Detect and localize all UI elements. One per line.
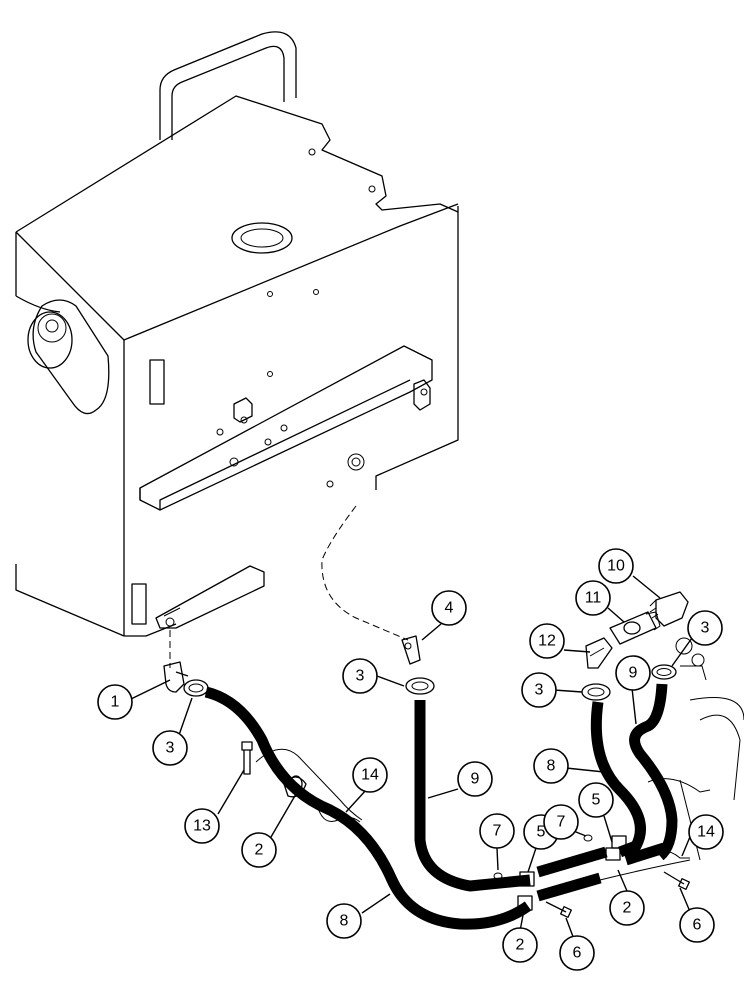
hose-clamp-3-right-lower [581,683,611,701]
valve-fitting-11 [609,611,661,645]
callout-3: 3 [342,658,378,694]
callout-7: 7 [543,804,579,840]
hose-8-right [590,701,646,858]
hydraulic-tank [15,31,459,668]
svg-text:2: 2 [516,937,525,954]
callout-9: 9 [457,761,493,797]
callout-14: 14 [688,814,724,850]
bolt-13 [241,741,253,775]
svg-text:4: 4 [445,600,454,617]
elbow-fitting-10 [649,591,689,627]
callout-13: 13 [184,808,220,844]
callout-2: 2 [502,927,538,963]
svg-text:3: 3 [535,682,544,699]
callout-2: 2 [609,890,645,926]
callout-4: 4 [431,590,467,626]
elbow-fitting-4 [401,635,421,665]
callout-6: 6 [679,907,715,943]
callout-2: 2 [241,832,277,868]
svg-text:9: 9 [471,771,480,788]
svg-text:6: 6 [573,945,582,962]
callout-14: 14 [352,757,388,793]
svg-text:3: 3 [356,668,365,685]
washer-7 [493,834,593,880]
hose-clamp-3-center [405,677,435,695]
cable-tie-14-right [647,778,711,859]
svg-text:9: 9 [629,665,638,682]
bolt-6-bottom [545,901,572,918]
svg-text:2: 2 [255,842,264,859]
callout-9: 9 [615,655,651,691]
svg-text:8: 8 [340,913,349,930]
callout-5: 5 [578,782,614,818]
svg-text:12: 12 [538,633,556,650]
background-fitting [599,637,744,881]
svg-text:8: 8 [547,758,556,775]
svg-text:1: 1 [111,694,120,711]
callout-3: 3 [152,730,188,766]
callout-12: 12 [529,623,565,659]
elbow-fitting-1 [163,661,189,693]
callout-8: 8 [533,748,569,784]
hose-clamp-3-left [183,679,209,697]
callout-1: 1 [97,684,133,720]
svg-text:2: 2 [623,900,632,917]
hose-clamp-3-right-upper [651,664,677,680]
svg-text:3: 3 [701,620,710,637]
callout-3: 3 [687,610,723,646]
svg-text:5: 5 [537,824,546,841]
hose-9-right [629,683,678,861]
svg-text:13: 13 [193,818,211,835]
svg-text:14: 14 [361,767,379,784]
svg-text:10: 10 [607,558,625,575]
svg-text:11: 11 [585,590,602,607]
cable-tie-14-left [255,748,363,823]
hose-segment-right [624,842,666,866]
hose-9-center [414,700,531,892]
svg-text:14: 14 [697,824,715,841]
hose-segment-lower [536,872,602,902]
svg-text:3: 3 [166,740,175,757]
svg-text:7: 7 [557,814,566,831]
callout-10: 10 [598,548,634,584]
callout-7: 7 [479,813,515,849]
hose-segment-upper [536,846,608,878]
callout-8: 8 [326,903,362,939]
svg-text:7: 7 [493,823,502,840]
elbow-fitting-12 [585,637,613,669]
hose-8-left [204,686,532,930]
leader-lines [130,575,693,943]
callout-6: 6 [559,935,595,971]
p-clip-2-left [283,775,307,798]
callout-11: 11 [575,580,611,616]
bolt-6-right [663,871,690,890]
svg-text:6: 6 [693,917,702,934]
callout-3: 3 [521,672,557,708]
p-clip-2-bottom [517,871,535,911]
svg-text:5: 5 [592,792,601,809]
